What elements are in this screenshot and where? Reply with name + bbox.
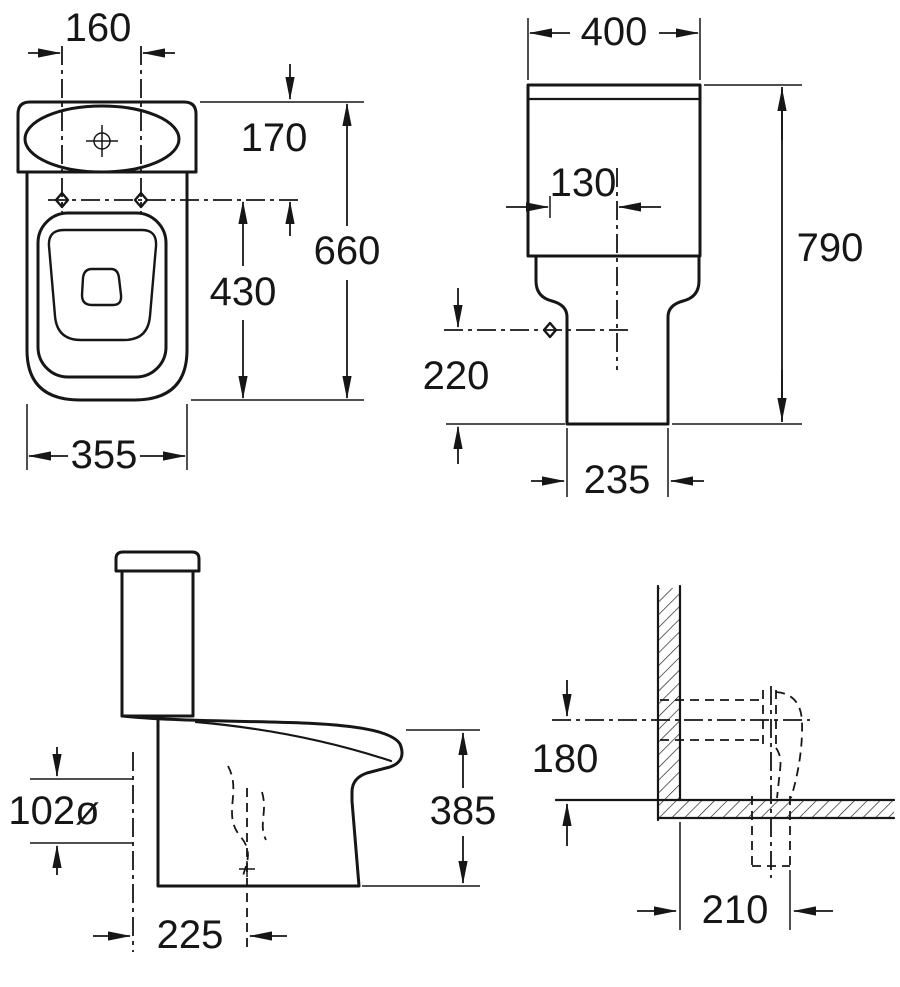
front-outline: [526, 83, 702, 426]
side-dim-rim-height-label: 385: [430, 789, 497, 833]
side-seat-seam-line: [194, 720, 393, 763]
plan-dim-overall-width-label: 355: [71, 433, 138, 477]
wall-hatch: [658, 588, 894, 818]
front-view: 400 130 790 220 235: [423, 10, 864, 502]
side-bowl-outline: [120, 714, 404, 888]
detail-dim-outlet-centre-height-label: 180: [532, 737, 599, 781]
side-centerlines: [132, 752, 248, 952]
plan-water-spot: [80, 267, 123, 307]
plan-outline: [16, 100, 198, 402]
front-dimensions: 400 130 790 220 235: [423, 10, 864, 502]
plan-dim-overall-depth-label: 660: [314, 229, 381, 273]
front-centerlines: [444, 168, 630, 370]
side-dim-outlet-setout-label: 225: [157, 913, 224, 957]
plan-dim-fixing-centres-label: 160: [65, 6, 132, 50]
detail-centerlines: [552, 686, 810, 878]
outlet-detail-view: 180 210: [532, 584, 896, 932]
side-cistern-lid: [114, 550, 201, 573]
wall-and-floor: [554, 584, 896, 822]
plan-centerlines: [48, 46, 298, 212]
plan-dim-front-to-fixings-label: 170: [241, 116, 308, 160]
side-cistern-body: [120, 569, 195, 718]
detail-dim-wall-to-outlet-label: 210: [702, 888, 769, 932]
front-dim-cistern-width-label: 400: [581, 10, 648, 54]
outlet-pipe-hidden: [660, 690, 803, 867]
side-dimensions: 102ø 385 225: [8, 729, 497, 957]
side-view: 102ø 385 225: [8, 550, 497, 957]
front-dim-inlet-offset-label: 130: [550, 161, 617, 205]
front-dim-inlet-height-label: 220: [423, 354, 490, 398]
plan-view: 160 170 660 430 355: [16, 6, 381, 477]
plan-dimensions: 160 170 660 430 355: [26, 6, 381, 477]
detail-dimensions: 180 210: [532, 680, 833, 932]
front-cistern-outline: [526, 83, 702, 258]
front-dim-overall-height-label: 790: [797, 226, 864, 270]
side-dim-outlet-diameter-label: 102ø: [8, 789, 99, 833]
side-outline: [114, 550, 404, 888]
front-dim-pedestal-width-label: 235: [584, 458, 651, 502]
plan-dim-fixings-to-front-label: 430: [210, 270, 277, 314]
